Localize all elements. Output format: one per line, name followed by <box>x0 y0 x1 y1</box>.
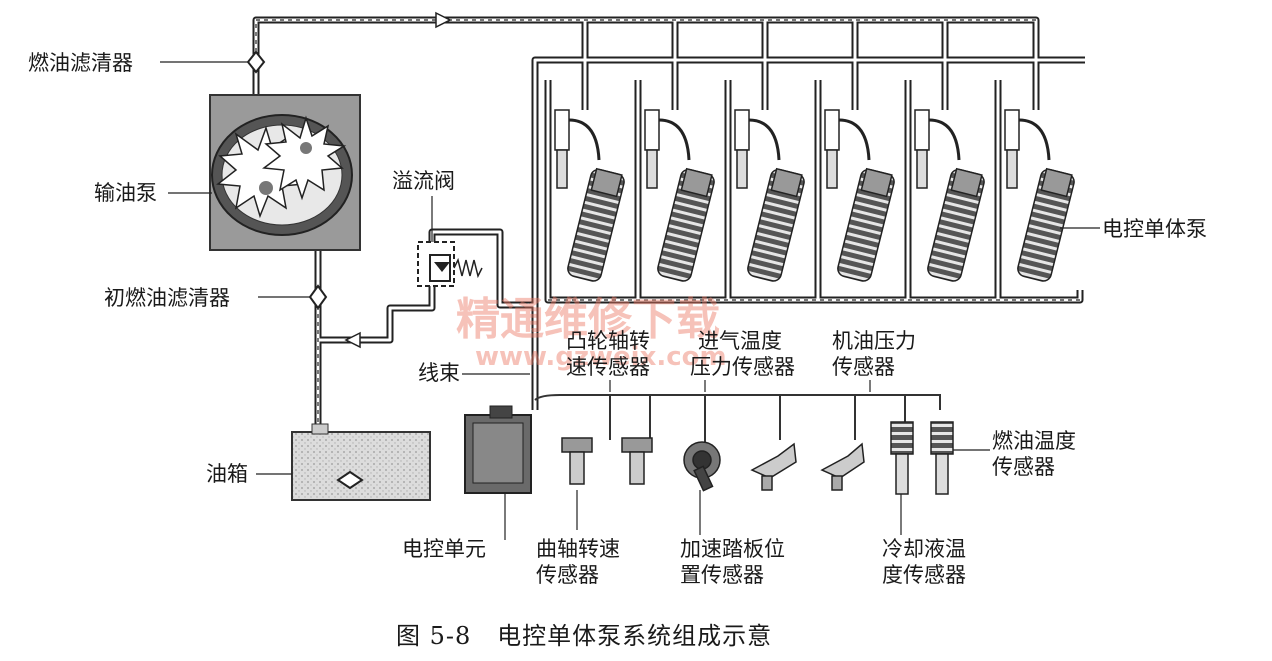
label-coolant-sensor-1: 冷却液温 <box>882 537 966 561</box>
label-oil-pressure-1: 机油压力 <box>832 329 916 353</box>
label-fuel-pump: 输油泵 <box>94 181 157 205</box>
intake-sensor-icon <box>750 442 797 491</box>
leader-lines <box>160 61 1100 540</box>
label-intake-sensor-2: 压力传感器 <box>690 355 795 379</box>
crankshaft-sensor-icon <box>561 437 593 485</box>
label-fuel-tank: 油箱 <box>206 462 248 486</box>
sensors <box>561 421 954 495</box>
pre-filter-icon <box>308 284 328 310</box>
fuel-pump-icon <box>209 94 361 251</box>
label-unit-pump: 电控单体泵 <box>1102 217 1207 241</box>
label-crank-sensor-2: 传感器 <box>536 563 599 587</box>
label-overflow-valve: 溢流阀 <box>392 169 455 193</box>
flow-arrows <box>344 11 452 349</box>
label-fuel-filter: 燃油滤清器 <box>28 51 133 75</box>
label-fuel-temp-1: 燃油温度 <box>992 429 1076 453</box>
watermark-title: 精通维修下载 <box>456 294 720 345</box>
oil-pressure-sensor-icon <box>820 442 865 491</box>
camshaft-sensor-icon <box>621 437 653 485</box>
label-coolant-sensor-2: 度传感器 <box>882 563 966 587</box>
unit-pumps <box>554 109 1075 282</box>
accelerator-pedal-sensor-icon <box>683 441 721 492</box>
label-pre-filter: 初燃油滤清器 <box>104 286 230 310</box>
fuel-lines <box>252 16 1085 484</box>
label-harness: 线束 <box>418 361 460 385</box>
label-intake-sensor-1: 进气温度 <box>698 329 782 353</box>
unit-pump-icon-4 <box>824 109 895 282</box>
fuel-temp-sensor-icon <box>930 421 954 495</box>
label-pedal-sensor-1: 加速踏板位 <box>680 537 785 561</box>
wire-harness <box>534 394 941 445</box>
overflow-valve-icon <box>417 241 483 287</box>
unit-pump-icon-6 <box>1004 109 1075 282</box>
label-crank-sensor-1: 曲轴转速 <box>536 537 620 561</box>
label-pedal-sensor-2: 置传感器 <box>680 563 764 587</box>
unit-pump-icon-1 <box>554 109 625 282</box>
watermark-url: www.gzweix.com <box>475 342 727 372</box>
label-ecu: 电控单元 <box>402 537 486 561</box>
label-camshaft-sensor-2: 速传感器 <box>566 355 650 379</box>
label-fuel-temp-2: 传感器 <box>992 455 1055 479</box>
label-oil-pressure-2: 传感器 <box>832 355 895 379</box>
coolant-temp-sensor-icon <box>890 421 914 495</box>
unit-pump-icon-2 <box>644 109 715 282</box>
figure-caption: 图 5-8 电控单体泵系统组成示意 <box>396 622 773 650</box>
ecu-icon <box>464 405 532 494</box>
unit-pump-icon-3 <box>734 109 805 282</box>
label-camshaft-sensor-1: 凸轮轴转 <box>566 329 650 353</box>
unit-pump-icon-5 <box>914 109 985 282</box>
fuel-filter-icon <box>246 50 266 74</box>
fuel-tank-icon <box>291 423 431 501</box>
